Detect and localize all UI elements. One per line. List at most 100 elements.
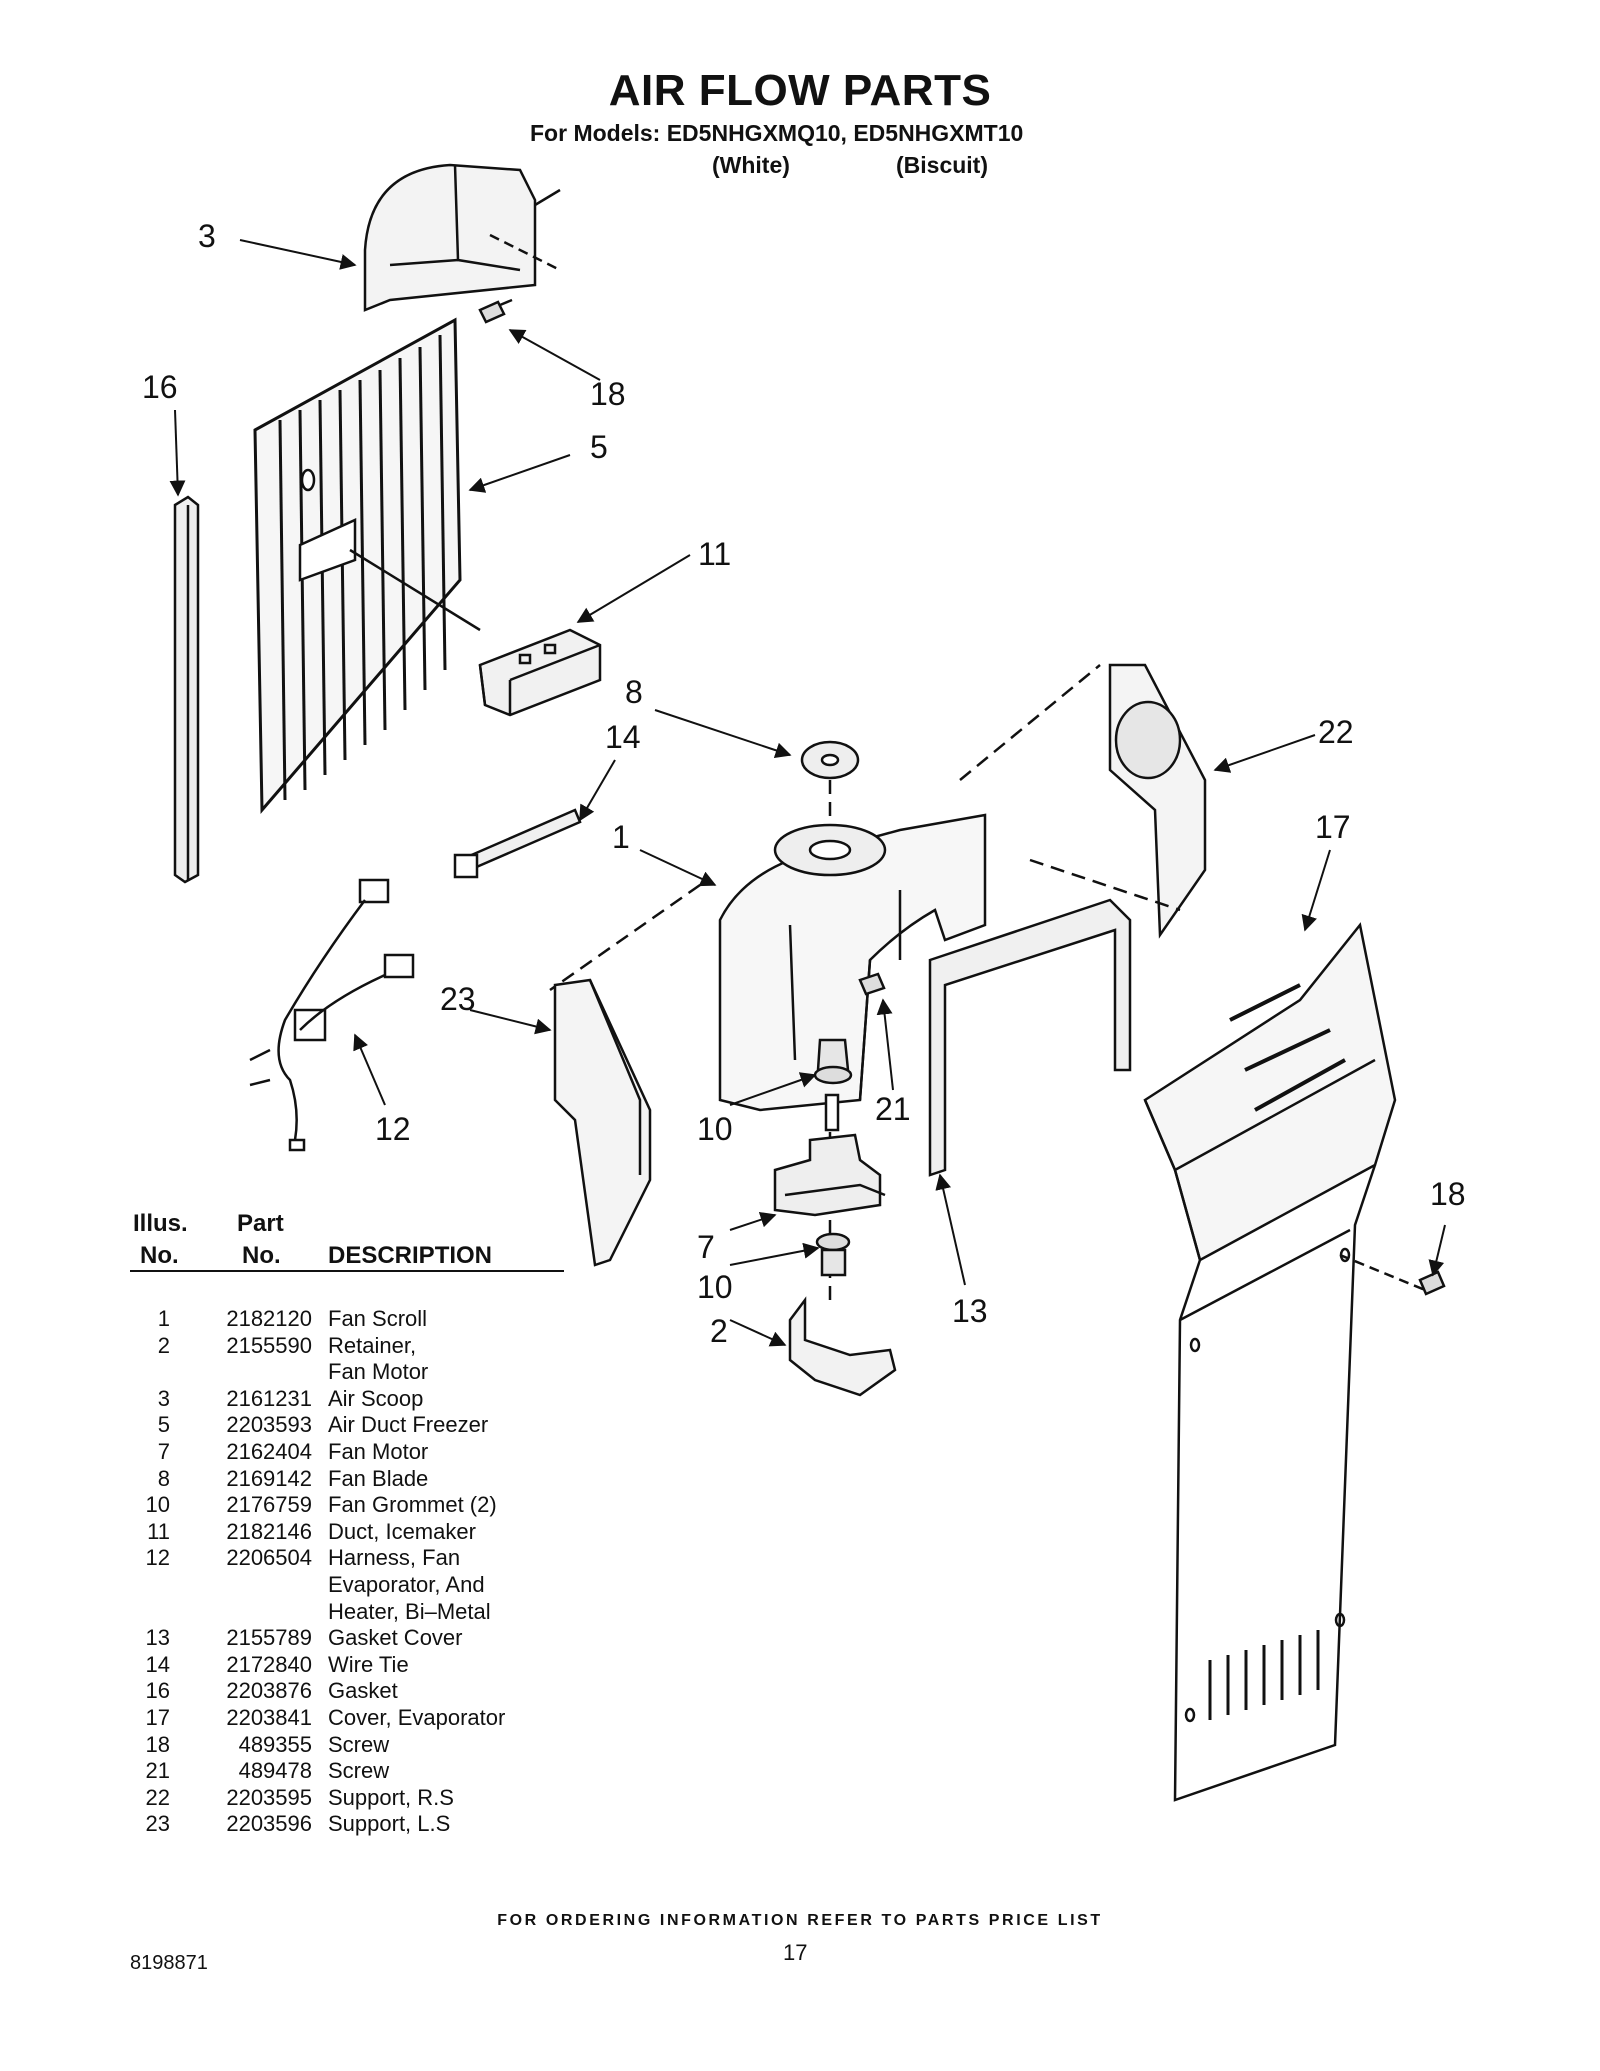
air-duct-grid-part <box>253 317 462 814</box>
part-description: Gasket <box>328 1678 398 1704</box>
callout-1: 1 <box>612 819 630 855</box>
gasket-strip-part <box>173 495 200 884</box>
table-row: 23 2203596 Support, L.S <box>130 1811 570 1838</box>
col-illus-label-1: Illus. <box>133 1210 188 1237</box>
callout-21: 21 <box>875 1091 911 1127</box>
illus-number: 5 <box>157 1412 170 1438</box>
illus-number: 10 <box>145 1492 170 1518</box>
fan-blade-part <box>800 740 860 1300</box>
parts-list: 1 2182120 Fan Scroll 2 2155590 Retainer,… <box>130 1306 570 1838</box>
illus-number: 23 <box>145 1811 170 1837</box>
callout-5: 5 <box>590 429 608 465</box>
part-number: 2206504 <box>226 1545 312 1571</box>
illus-number: 16 <box>145 1678 170 1704</box>
illus-number: 2 <box>157 1332 170 1358</box>
callout-14: 14 <box>605 719 641 755</box>
callout-22: 22 <box>1318 714 1354 750</box>
col-part-label-2: No. <box>242 1242 281 1269</box>
illus-number: 22 <box>145 1784 170 1810</box>
harness-part <box>249 878 415 1152</box>
table-row: 3 2161231 Air Scoop <box>130 1386 570 1413</box>
illus-number: 18 <box>145 1731 170 1757</box>
table-row: 10 2176759 Fan Grommet (2) <box>130 1492 570 1519</box>
table-row: 11 2182146 Duct, Icemaker <box>130 1519 570 1546</box>
part-description: Retainer, Fan Motor <box>328 1332 429 1385</box>
callout-10-lower: 10 <box>697 1269 733 1305</box>
table-row: 5 2203593 Air Duct Freezer <box>130 1412 570 1439</box>
part-description: Duct, Icemaker <box>328 1518 476 1544</box>
table-row: 8 2169142 Fan Blade <box>130 1466 570 1493</box>
part-description: Cover, Evaporator <box>328 1704 506 1730</box>
part-description: Screw <box>328 1758 390 1784</box>
callout-labels: 3 16 18 5 11 8 14 22 1 17 23 21 12 10 7 … <box>142 218 1466 1349</box>
table-header-rule <box>130 1270 564 1272</box>
callout-23: 23 <box>440 981 476 1017</box>
table-row: 1 2182120 Fan Scroll <box>130 1306 570 1333</box>
callout-18-right: 18 <box>1430 1176 1466 1212</box>
illus-number: 12 <box>145 1545 170 1571</box>
part-number: 2155590 <box>226 1332 312 1358</box>
support-ls-part <box>553 978 652 1267</box>
document-number: 8198871 <box>130 1952 208 1974</box>
callout-17: 17 <box>1315 809 1351 845</box>
part-description: Gasket Cover <box>328 1625 463 1651</box>
fan-scroll-part <box>549 664 1101 1112</box>
illus-number: 13 <box>145 1625 170 1651</box>
callout-16: 16 <box>142 369 178 405</box>
leader-arrows <box>169 239 1446 1347</box>
table-row: 17 2203841 Cover, Evaporator <box>130 1705 570 1732</box>
part-number: 2155789 <box>226 1625 312 1651</box>
col-description-label: DESCRIPTION <box>328 1242 493 1269</box>
fan-motor-assembly-part <box>773 1038 897 1397</box>
part-number: 489355 <box>238 1731 312 1757</box>
table-row: 2 2155590 Retainer, Fan Motor <box>130 1333 570 1386</box>
part-description: Fan Motor <box>328 1438 429 1464</box>
part-description: Support, L.S <box>328 1811 451 1837</box>
part-description: Fan Grommet (2) <box>328 1492 497 1518</box>
illus-number: 11 <box>147 1518 170 1544</box>
part-number: 2203841 <box>226 1704 312 1730</box>
illus-number: 7 <box>157 1438 170 1464</box>
table-row: 12 2206504 Harness, Fan Evaporator, And … <box>130 1545 570 1625</box>
part-number: 2169142 <box>226 1465 312 1491</box>
illus-number: 17 <box>145 1704 170 1730</box>
variant-biscuit: (Biscuit) <box>896 152 988 178</box>
evaporator-cover-part <box>1143 922 1397 1802</box>
table-row: 7 2162404 Fan Motor <box>130 1439 570 1466</box>
support-rs-part <box>1108 663 1207 939</box>
part-number: 2161231 <box>226 1385 312 1411</box>
callout-10-upper: 10 <box>697 1111 733 1147</box>
part-number: 2203876 <box>226 1678 312 1704</box>
duct-icemaker-part <box>349 548 602 717</box>
part-description: Wire Tie <box>328 1651 409 1677</box>
part-number: 2203593 <box>226 1412 312 1438</box>
illus-number: 14 <box>145 1651 170 1677</box>
part-description: Screw <box>328 1731 390 1757</box>
part-number: 2182120 <box>226 1306 312 1331</box>
air-scoop-part <box>363 163 561 312</box>
part-description: Air Duct Freezer <box>328 1412 489 1438</box>
part-number: 2176759 <box>226 1492 312 1518</box>
screw-18-right-part <box>1339 1253 1446 1296</box>
table-row: 14 2172840 Wire Tie <box>130 1652 570 1679</box>
callout-2: 2 <box>710 1313 728 1349</box>
illus-number: 3 <box>157 1385 170 1411</box>
variant-white: (White) <box>712 152 790 178</box>
part-number: 2203595 <box>226 1784 312 1810</box>
part-number: 2172840 <box>226 1651 312 1677</box>
table-row: 16 2203876 Gasket <box>130 1678 570 1705</box>
screw-18-top-part <box>478 298 513 324</box>
table-row: 18 489355 Screw <box>130 1732 570 1759</box>
illus-number: 1 <box>157 1306 170 1331</box>
part-number: 489478 <box>238 1758 312 1784</box>
part-number: 2162404 <box>226 1438 312 1464</box>
model-numbers: For Models: ED5NHGXMQ10, ED5NHGXMT10 <box>530 120 1024 146</box>
wire-tie-part <box>453 808 582 879</box>
col-part-label-1: Part <box>237 1210 284 1237</box>
part-description: Support, R.S <box>328 1784 454 1810</box>
part-number: 2203596 <box>226 1811 312 1837</box>
illus-number: 21 <box>145 1758 170 1784</box>
screw-21-part <box>858 972 886 996</box>
callout-11: 11 <box>698 536 731 572</box>
page-number: 17 <box>783 1940 808 1965</box>
